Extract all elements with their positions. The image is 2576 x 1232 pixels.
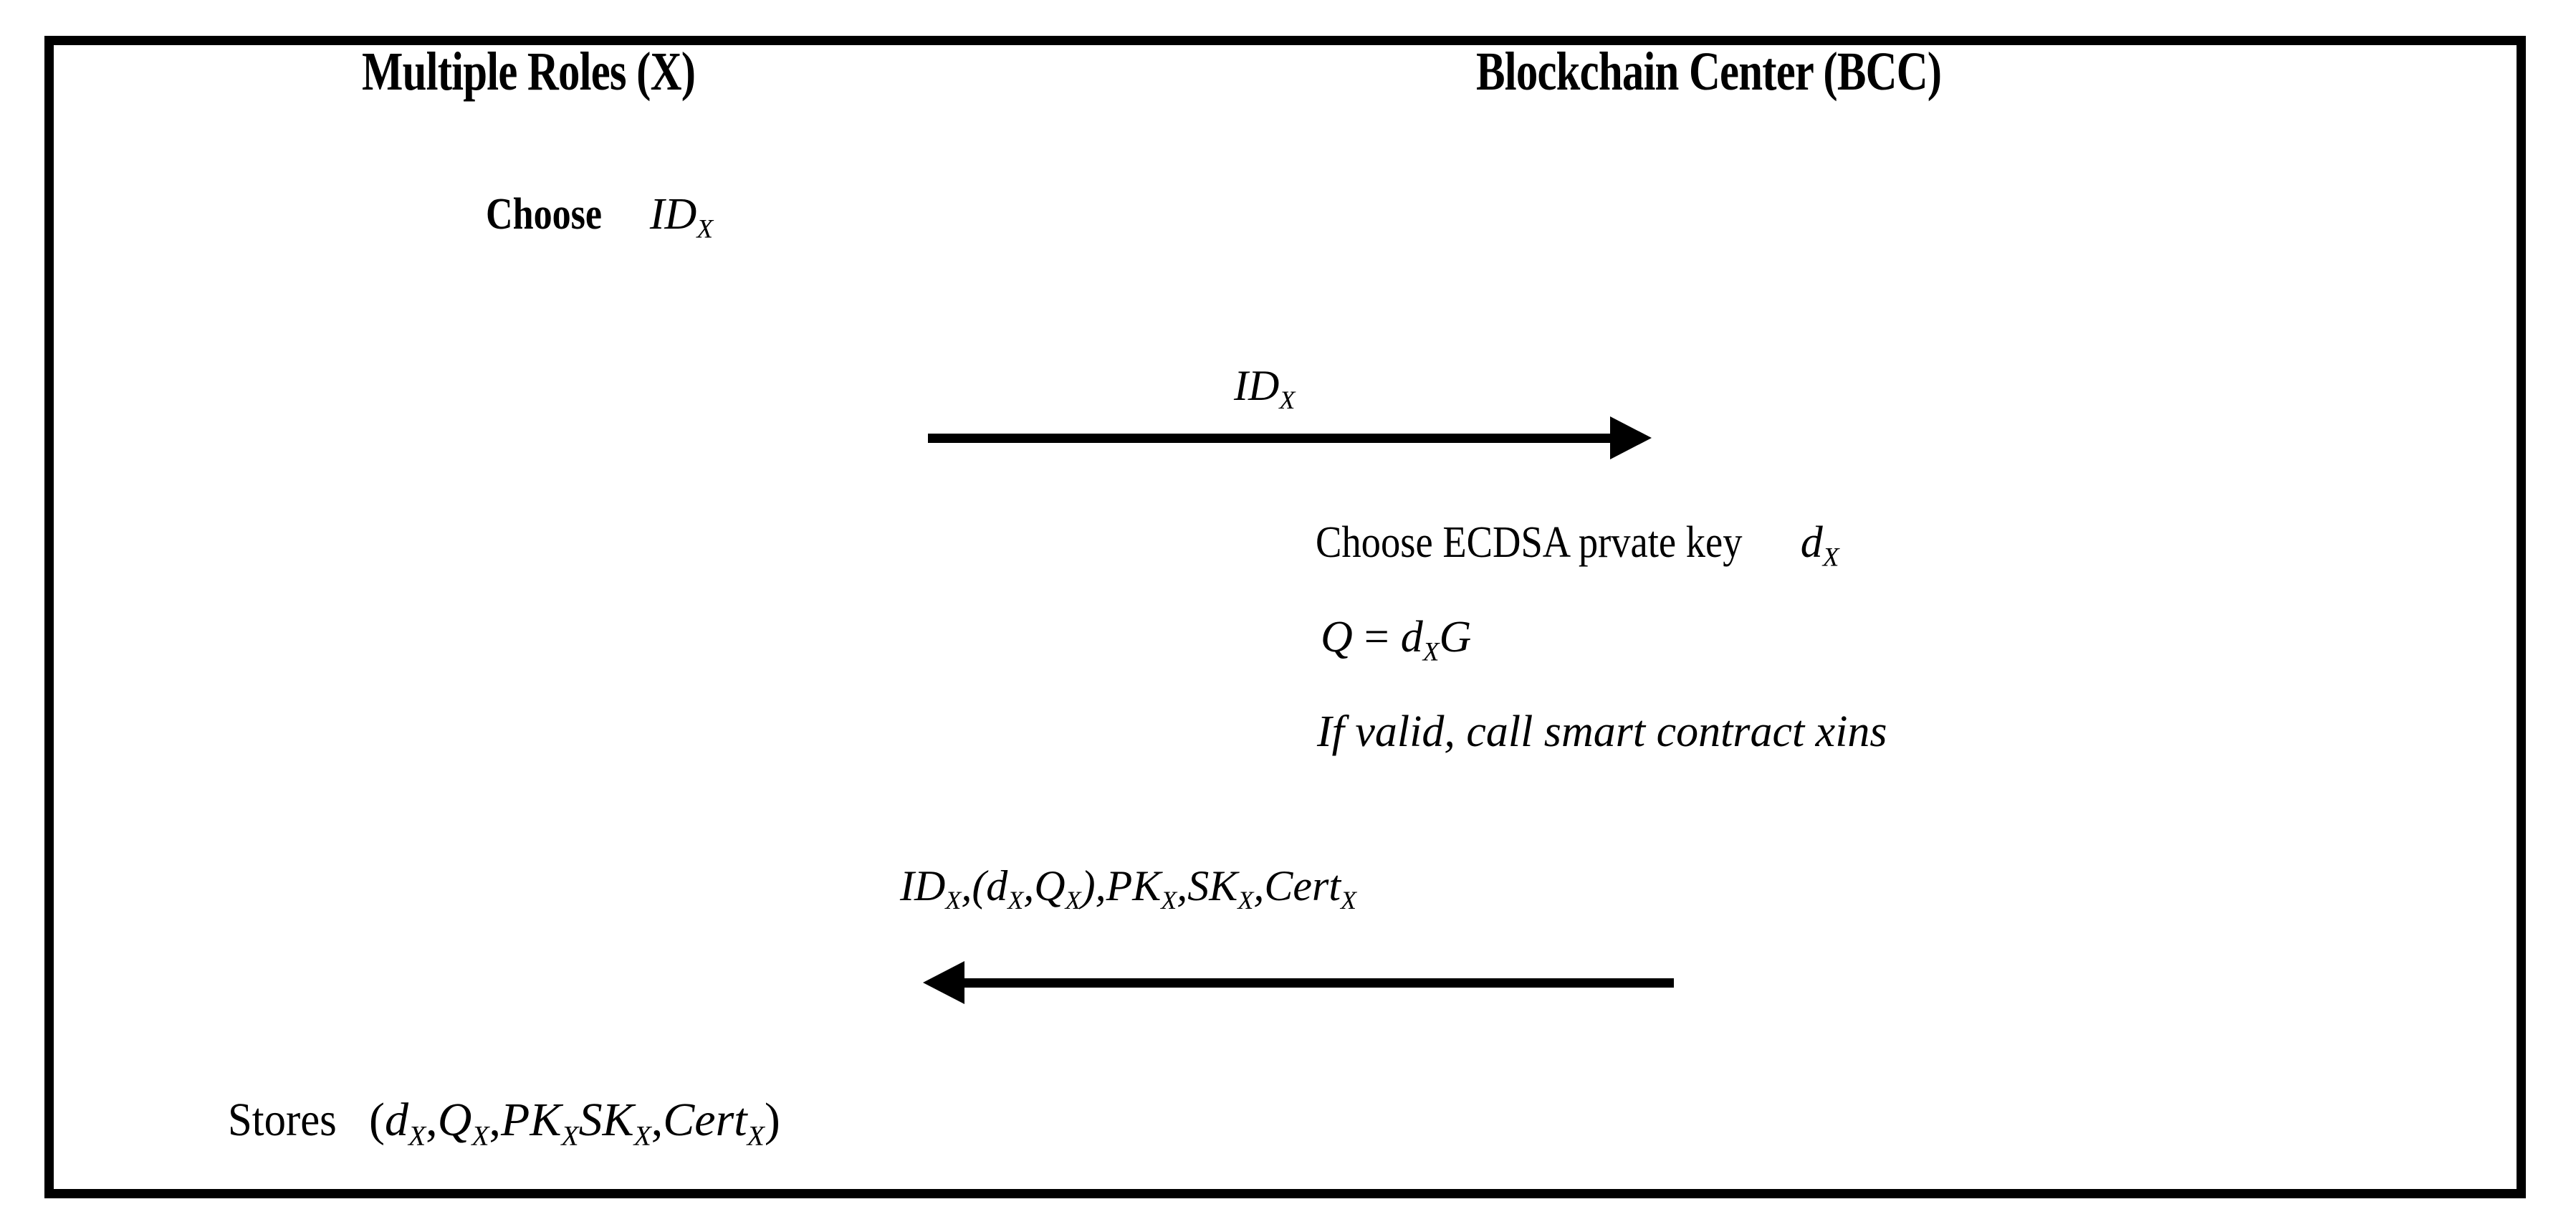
message-2-close-paren: ) xyxy=(1081,862,1096,909)
right-step-ecdsa: Choose ECDSA prvate key dX xyxy=(1316,518,1839,571)
left-step-symbol: ID xyxy=(649,190,697,239)
message-2-sep-4: , xyxy=(1177,862,1188,909)
message-2-d-symbol: d xyxy=(986,862,1008,909)
footer-sep-1: , xyxy=(426,1094,438,1146)
message-2-cert-symbol: Cert xyxy=(1264,862,1341,909)
footer-pk-subscript: X xyxy=(561,1119,579,1152)
q-equation-rhs-subscript: X xyxy=(1422,637,1440,667)
q-equation-generator: G xyxy=(1439,613,1472,662)
message-2-sep-2: , xyxy=(1023,862,1035,909)
footer-q-symbol: Q xyxy=(437,1094,472,1146)
diagram-border-frame xyxy=(44,36,2526,1198)
right-step-ecdsa-symbol: d xyxy=(1800,518,1823,567)
message-2-sep-3: , xyxy=(1095,862,1106,909)
message-2-q-symbol: Q xyxy=(1034,862,1066,909)
footer-sk-symbol: SK xyxy=(578,1094,634,1146)
footer-sep-2: , xyxy=(489,1094,502,1146)
footer-cert-subscript: X xyxy=(747,1119,765,1152)
right-step-ecdsa-text: Choose ECDSA prvate key xyxy=(1316,518,1743,567)
left-step-keyword: Choose xyxy=(486,190,603,239)
message-label-2: IDX,(dX,QX),PKX,SKX,CertX xyxy=(900,862,1356,913)
left-step-symbol-subscript: X xyxy=(696,214,714,244)
message-1-symbol: ID xyxy=(1234,362,1280,409)
message-2-id-symbol: ID xyxy=(900,862,946,909)
left-step-choose-id: Choose IDX xyxy=(486,190,713,243)
message-2-pk-subscript: X xyxy=(1161,886,1177,915)
footer-pk-symbol: PK xyxy=(501,1094,562,1146)
message-2-id-subscript: X xyxy=(945,886,962,915)
arrow-1-shaft xyxy=(928,434,1612,443)
message-2-q-subscript: X xyxy=(1065,886,1081,915)
message-2-sk-symbol: SK xyxy=(1187,862,1238,909)
footer-stores-line: Stores(dX,QX,PKXSKX,CertX) xyxy=(228,1094,780,1150)
footer-d-subscript: X xyxy=(408,1119,426,1152)
arrow-2-shaft xyxy=(960,978,1674,988)
message-2-sep-1: , xyxy=(961,862,972,909)
footer-d-symbol: d xyxy=(384,1094,408,1146)
message-1-subscript: X xyxy=(1279,386,1296,415)
actor-title-right: Blockchain Center (BCC) xyxy=(1476,42,1942,102)
message-2-sk-subscript: X xyxy=(1237,886,1254,915)
message-arrow-1-rightward xyxy=(928,416,1652,460)
message-2-cert-subscript: X xyxy=(1341,886,1356,915)
footer-q-subscript: X xyxy=(471,1119,489,1152)
arrow-1-head xyxy=(1610,416,1652,459)
message-arrow-2-leftward xyxy=(923,960,1675,1005)
footer-sk-subscript: X xyxy=(633,1119,651,1152)
message-2-open-paren: ( xyxy=(972,862,987,909)
right-step-q-equation: Q=dXG xyxy=(1321,613,1472,666)
actor-title-left: Multiple Roles (X) xyxy=(362,42,696,102)
q-equation-operator: = xyxy=(1364,613,1389,662)
footer-keyword: Stores xyxy=(228,1094,337,1146)
footer-cert-symbol: Cert xyxy=(663,1094,747,1146)
right-step-if-valid: If valid, call smart contract xins xyxy=(1317,707,1887,756)
footer-sep-3: , xyxy=(651,1094,664,1146)
message-2-pk-symbol: PK xyxy=(1106,862,1162,909)
footer-close-paren: ) xyxy=(764,1094,780,1146)
message-2-d-subscript: X xyxy=(1007,886,1024,915)
message-2-sep-5: , xyxy=(1253,862,1265,909)
message-label-1: IDX xyxy=(1234,362,1295,413)
right-step-ecdsa-subscript: X xyxy=(1822,543,1839,573)
footer-open-paren: ( xyxy=(369,1094,385,1146)
q-equation-lhs: Q xyxy=(1321,613,1353,662)
arrow-2-head xyxy=(923,961,964,1004)
q-equation-rhs-symbol: d xyxy=(1400,613,1423,662)
